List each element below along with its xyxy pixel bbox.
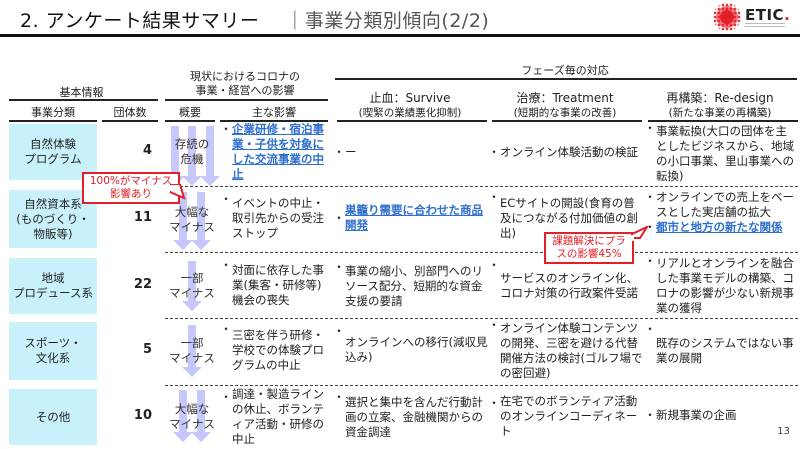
col-survive-title: 止血：Survive xyxy=(369,91,451,105)
header-rule xyxy=(335,78,797,80)
count-cell: 22 xyxy=(133,277,152,292)
redesign-cell: ・オンラインでの売上をベースとした実店舗の拡大 ・都市と地方の新たな関係 xyxy=(644,190,798,246)
treatment-cell: ・オンライン体験活動の検証 xyxy=(488,144,638,159)
treatment-cell: ・オンライン体験コンテンツの開発、三密を避ける代替開催方法の検討(ゴルフ場での密… xyxy=(488,318,643,380)
col-rule xyxy=(165,120,215,122)
category-cell: 自然体験 プログラム xyxy=(9,124,97,180)
row-divider xyxy=(165,186,798,187)
count-cell: 10 xyxy=(133,408,152,423)
callout-pointer-icon xyxy=(631,226,649,241)
category-cell: 地域 プロデュース系 xyxy=(9,258,97,314)
col-treatment-sub: (短期的な事業の改善) xyxy=(513,107,617,119)
row-divider xyxy=(165,385,798,386)
survive-cell: ・オンラインへの移行(減収見込み) xyxy=(333,324,488,364)
overview-cell: 一部 マイナス xyxy=(169,271,215,300)
redesign-link[interactable]: 都市と地方の新たな関係 xyxy=(656,220,783,234)
header-rule xyxy=(9,99,158,101)
col-rule xyxy=(648,120,798,122)
overview-cell: 存続の 危機 xyxy=(174,137,210,166)
survive-link[interactable]: 巣籠り需要に合わせた商品開発 xyxy=(345,203,483,232)
callout-pointer-icon xyxy=(170,184,186,200)
title-rule xyxy=(0,34,800,37)
title-subtitle: ｜事業分類別傾向(2/2) xyxy=(285,10,490,32)
col-rule xyxy=(9,120,97,122)
redesign-item: ・都市と地方の新たな関係 xyxy=(644,220,798,235)
header-basic-info: 基本情報 xyxy=(59,86,104,99)
treatment-cell: ・サービスのオンライン化、コロナ対策の行政案件受諾 xyxy=(488,258,638,300)
col-rule xyxy=(102,120,158,122)
category-cell: スポーツ・ 文化系 xyxy=(9,322,97,380)
callout-negative-impact: 100%がマイナス 影響あり xyxy=(82,172,180,204)
redesign-cell: ・新規事業の企画 xyxy=(644,407,737,422)
col-main-impact: 主な影響 xyxy=(252,106,296,119)
redesign-cell: ・既存のシステムではない事業の展開 xyxy=(644,322,794,365)
main-impact-cell: ・企業研修・宿泊事業・子供を対象にした交流事業の中止 xyxy=(220,122,332,182)
header-rule xyxy=(165,99,328,101)
main-impact-cell: ・三密を伴う研修・学校での体験プログラムの中止 xyxy=(220,322,324,372)
header-current-impact-1: 現状におけるコロナの xyxy=(190,70,300,83)
row-divider xyxy=(165,252,798,253)
logo-text: ETIC xyxy=(745,6,785,24)
main-impact-cell: ・対面に依存した事業(集客・研修等)機会の喪失 xyxy=(220,258,324,307)
main-impact-cell: ・調達・製造ラインの休止、ボランティア活動・研修の中止 xyxy=(220,387,324,446)
col-treatment-title: 治療：Treatment xyxy=(516,91,614,105)
callout-positive-impact: 課題解決にプラ スの影響45% xyxy=(544,232,634,264)
redesign-cell: ・リアルとオンラインを融合した事業モデルの構築、コロナの影響が少ない新規事業の獲… xyxy=(644,254,794,315)
main-impact-link[interactable]: 企業研修・宿泊事業・子供を対象にした交流事業の中止 xyxy=(232,122,324,181)
etic-dot-burst-icon xyxy=(713,3,741,31)
col-rule xyxy=(220,120,328,122)
main-impact-cell: ・イベントの中止・取引先からの受注ストップ xyxy=(220,192,324,240)
header-current-impact-2: 事業・経営への影響 xyxy=(195,84,295,97)
survive-cell: ・選択と集中を含んだ行動計画の立案、金融機関からの資金調達 xyxy=(333,390,483,439)
category-cell: その他 xyxy=(9,389,97,445)
survive-cell: ・巣籠り需要に合わせた商品開発 xyxy=(333,192,488,244)
count-cell: 11 xyxy=(133,210,152,225)
col-rule xyxy=(492,120,642,122)
page-number: 13 xyxy=(777,426,790,437)
col-overview: 概要 xyxy=(179,106,201,119)
redesign-item: ・オンラインでの売上をベースとした実店舗の拡大 xyxy=(644,190,794,219)
overview-cell: 大幅な マイナス xyxy=(169,205,215,234)
col-redesign-sub: (新たな事業の再構築) xyxy=(668,107,772,119)
header-phase-response: フェーズ毎の対応 xyxy=(521,64,609,77)
survive-cell: ・ー xyxy=(333,144,357,159)
title-main: 2. アンケート結果サマリー xyxy=(20,10,260,32)
overview-cell: 一部 マイナス xyxy=(169,336,215,365)
survive-cell: ・事業の縮小、別部門へのリソース配分、短期的な資金支援の要請 xyxy=(333,260,483,308)
count-cell: 5 xyxy=(142,342,152,357)
col-survive-sub: (喫緊の業績悪化抑制) xyxy=(358,107,462,119)
col-rule xyxy=(337,120,487,122)
col-redesign-title: 再構築：Re-design xyxy=(666,91,774,105)
overview-cell: 大幅な マイナス xyxy=(169,402,215,431)
col-count: 団体数 xyxy=(113,106,147,119)
treatment-cell: ・在宅でのボランティア活動のオンラインコーディネート xyxy=(488,393,638,438)
count-cell: 4 xyxy=(142,143,152,158)
page-title: 2. アンケート結果サマリー ｜事業分類別傾向(2/2) xyxy=(20,6,499,33)
redesign-cell: ・事業転換(大口の団体を主としたビジネスから、地域の小口事業、里山事業への転換) xyxy=(644,121,794,183)
treatment-cell: ・ECサイトの開設(食育の普及につながる付加価値の創出) xyxy=(488,190,638,240)
logo-tagline xyxy=(745,23,785,27)
etic-logo: ETIC. xyxy=(713,3,793,33)
row-divider xyxy=(165,318,798,319)
col-category: 事業分類 xyxy=(31,106,75,119)
